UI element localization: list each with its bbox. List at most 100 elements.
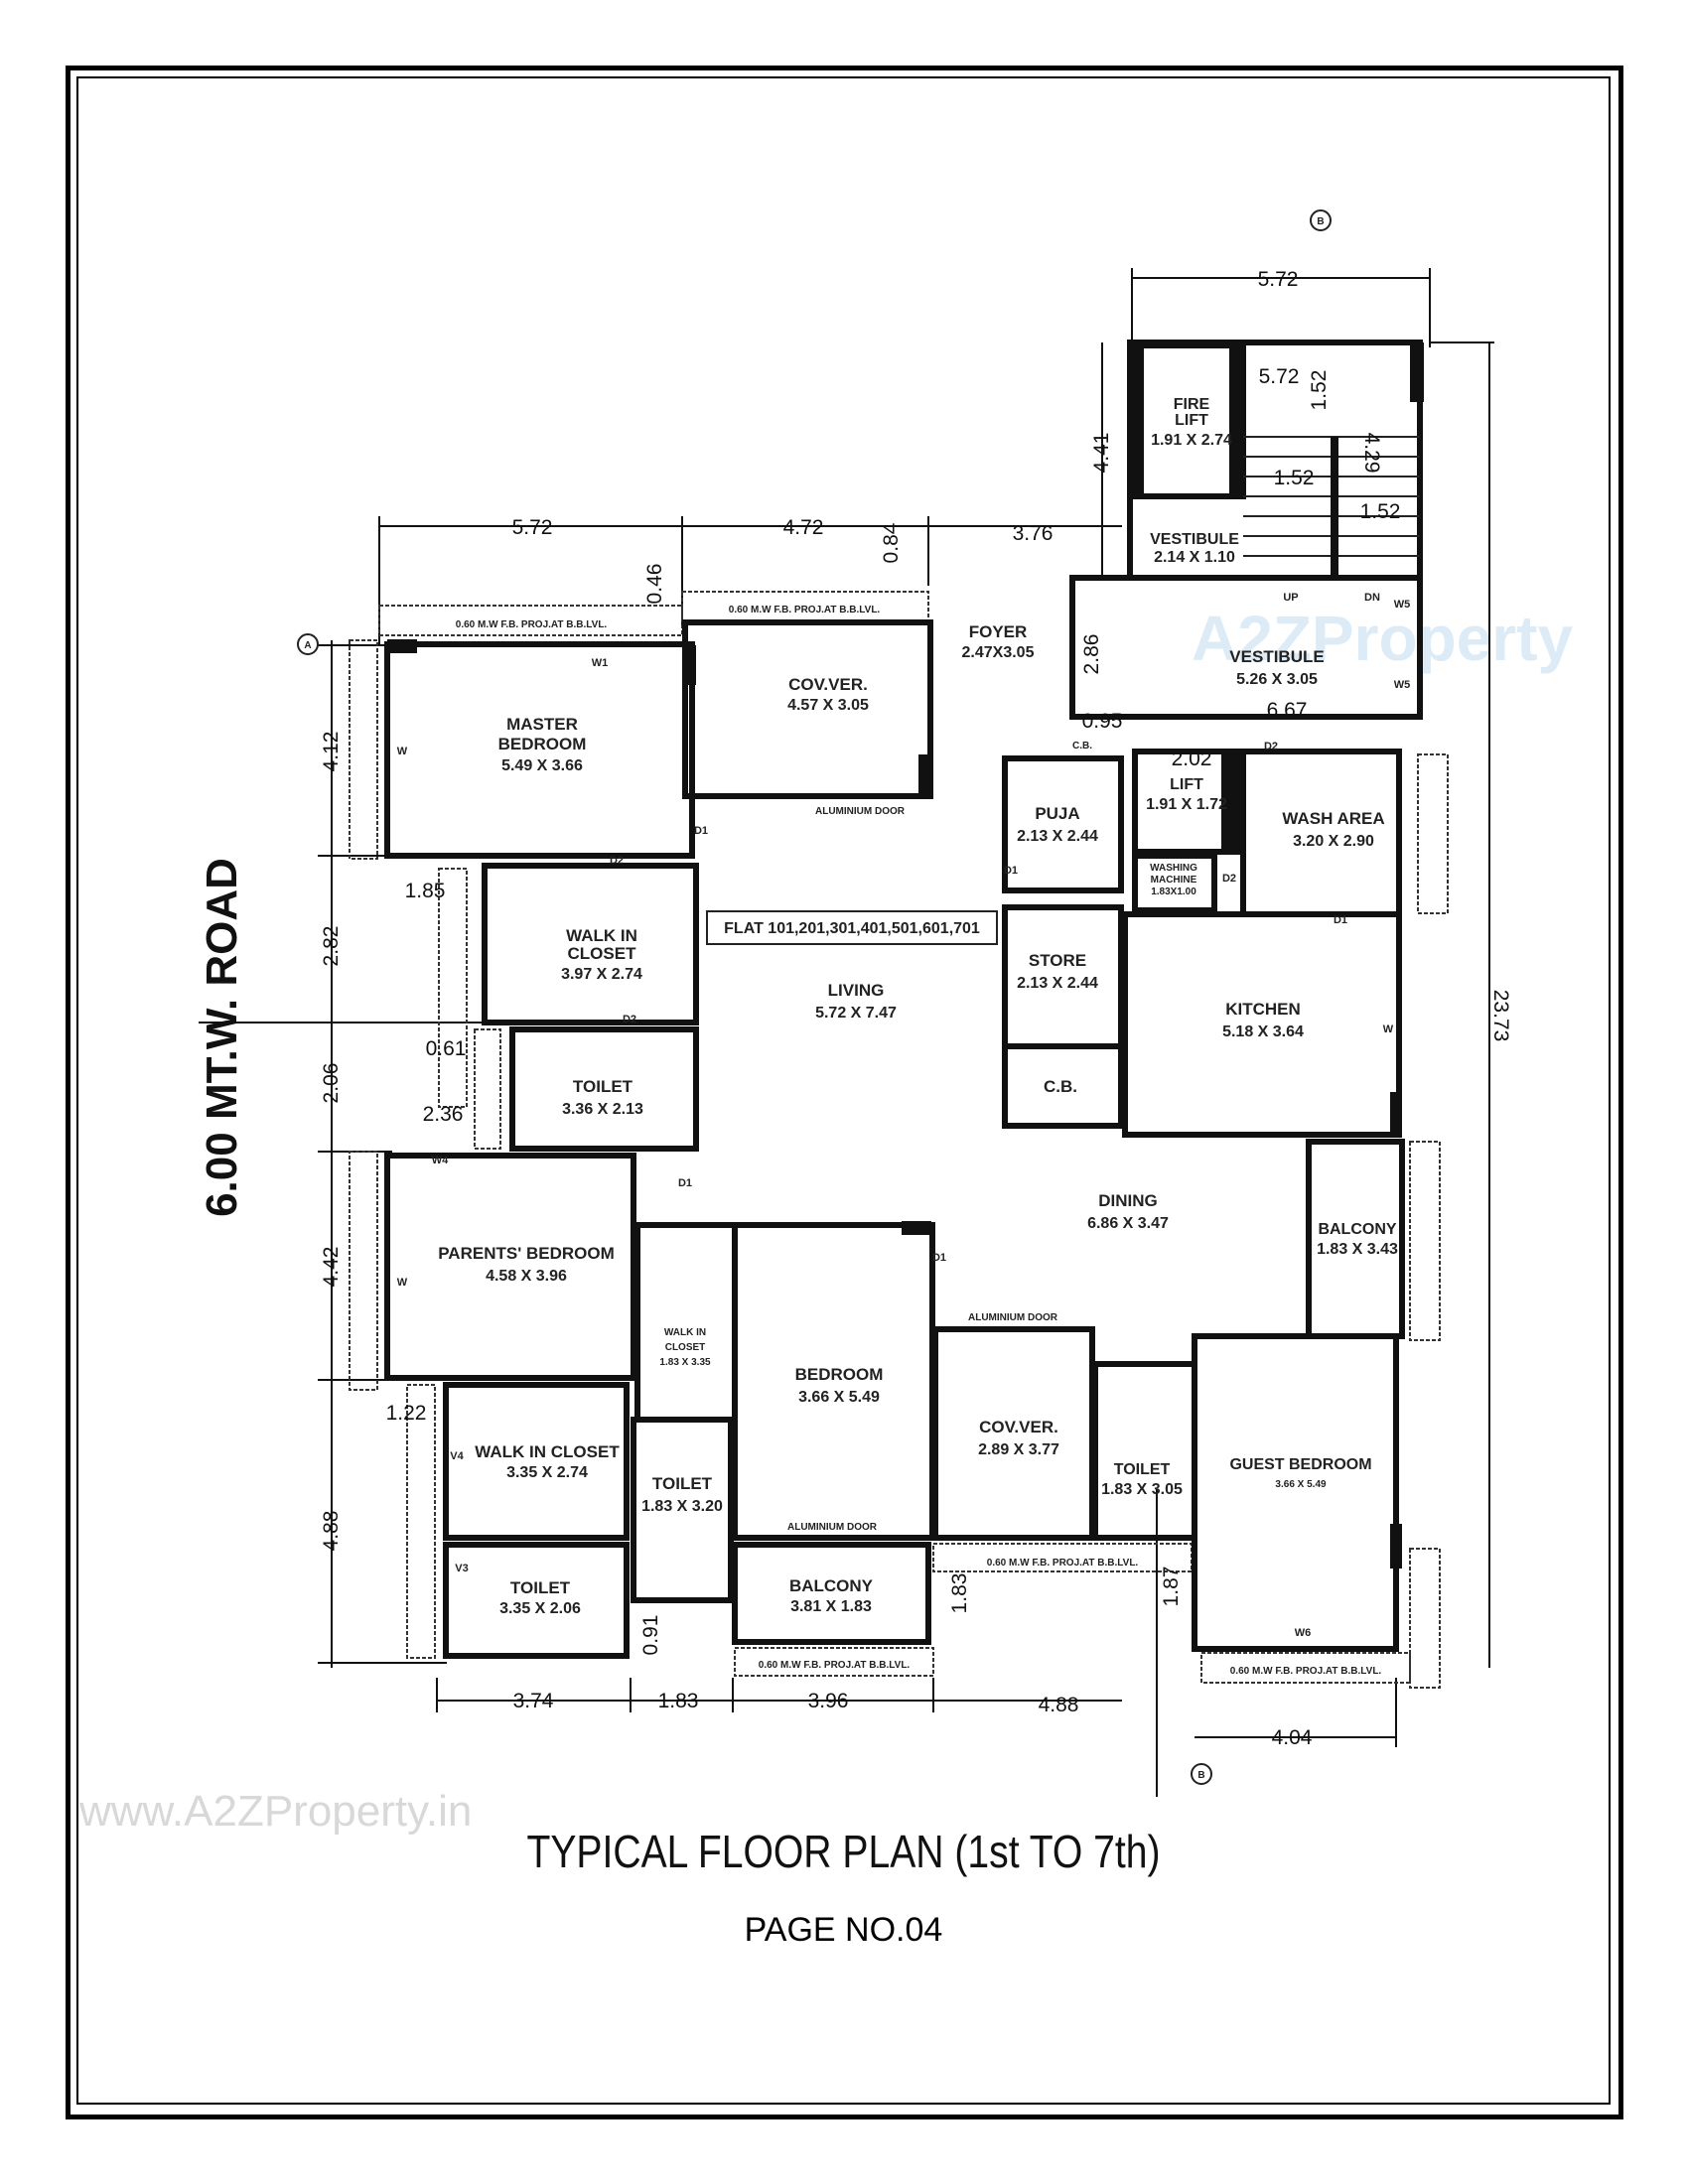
svg-text:MACHINE: MACHINE <box>1151 875 1197 886</box>
svg-text:1.83 X 3.05: 1.83 X 3.05 <box>1101 1481 1183 1498</box>
svg-text:CLOSET: CLOSET <box>568 944 637 963</box>
opening-labels: D1 D2 D2 D1 D1 W1 W W W W4 W5 W5 W6 V3 V… <box>397 599 1410 1639</box>
room-wash-area: WASH AREA 3.20 X 2.90 <box>1282 809 1384 850</box>
room-store: STORE 2.13 X 2.44 <box>1017 951 1098 992</box>
svg-text:3.35 X 2.06: 3.35 X 2.06 <box>499 1600 581 1617</box>
room-vestibule-large: VESTIBULE 5.26 X 3.05 <box>1229 647 1324 688</box>
page-number: PAGE NO.04 <box>744 1911 943 1949</box>
svg-text:GUEST BEDROOM: GUEST BEDROOM <box>1229 1456 1371 1473</box>
svg-text:D2: D2 <box>610 855 624 867</box>
svg-text:4.57 X 3.05: 4.57 X 3.05 <box>787 697 869 714</box>
svg-text:3.74: 3.74 <box>513 1690 554 1712</box>
svg-text:1.83 X 3.35: 1.83 X 3.35 <box>659 1357 711 1368</box>
svg-text:1.87: 1.87 <box>1160 1567 1183 1607</box>
svg-text:D1: D1 <box>678 1177 692 1189</box>
svg-text:5.72: 5.72 <box>1258 268 1299 291</box>
svg-text:4.88: 4.88 <box>1039 1694 1079 1716</box>
room-washing-machine: WASHING MACHINE 1.83X1.00 <box>1150 863 1197 897</box>
room-toilet-1: TOILET 3.36 X 2.13 <box>562 1077 643 1118</box>
svg-text:1.52: 1.52 <box>1308 370 1331 411</box>
projection-notes: 0.60 M.W F.B. PROJ.AT B.B.LVL. 0.60 M.W … <box>456 605 1382 1677</box>
watermark-logo: A2ZProperty <box>1192 603 1574 674</box>
svg-text:0.46: 0.46 <box>643 564 666 605</box>
svg-text:2.14 X 1.10: 2.14 X 1.10 <box>1154 549 1235 566</box>
svg-text:4.04: 4.04 <box>1272 1726 1313 1749</box>
svg-text:4.72: 4.72 <box>783 516 824 539</box>
svg-text:3.36 X 2.13: 3.36 X 2.13 <box>562 1101 643 1118</box>
svg-text:0.60 M.W F.B. PROJ.AT B.B.LVL.: 0.60 M.W F.B. PROJ.AT B.B.LVL. <box>1230 1666 1382 1677</box>
svg-text:PARENTS' BEDROOM: PARENTS' BEDROOM <box>438 1244 615 1263</box>
svg-text:4.41: 4.41 <box>1090 433 1113 474</box>
svg-text:3.35 X 2.74: 3.35 X 2.74 <box>506 1464 588 1481</box>
svg-text:4.29: 4.29 <box>1360 433 1383 474</box>
room-balcony-bottom: BALCONY 3.81 X 1.83 <box>789 1576 874 1615</box>
room-living: LIVING 5.72 X 7.47 <box>815 981 897 1022</box>
svg-text:1.83 X 3.43: 1.83 X 3.43 <box>1317 1241 1398 1258</box>
room-parents-bedroom: PARENTS' BEDROOM 4.58 X 3.96 <box>438 1244 615 1285</box>
svg-text:3.20 X 2.90: 3.20 X 2.90 <box>1293 833 1374 850</box>
svg-text:VESTIBULE: VESTIBULE <box>1229 647 1324 666</box>
svg-text:DINING: DINING <box>1098 1191 1158 1210</box>
svg-text:LIVING: LIVING <box>828 981 885 1000</box>
svg-text:2.02: 2.02 <box>1172 748 1212 770</box>
watermark-url: www.A2ZProperty.in <box>79 1787 473 1836</box>
svg-text:1.91 X 1.72: 1.91 X 1.72 <box>1146 796 1227 813</box>
page-border-outer <box>66 66 1623 2119</box>
staircase: UP DN <box>1243 436 1420 604</box>
svg-text:2.82: 2.82 <box>320 926 343 967</box>
room-walk-in-closet-3: WALK IN CLOSET 3.35 X 2.74 <box>475 1442 620 1481</box>
room-dining: DINING 6.86 X 3.47 <box>1087 1191 1169 1232</box>
svg-text:2.89 X 3.77: 2.89 X 3.77 <box>978 1441 1059 1458</box>
room-master-bedroom: MASTER BEDROOM 5.49 X 3.66 <box>498 715 587 774</box>
svg-text:4.88: 4.88 <box>320 1511 343 1552</box>
svg-text:0.61: 0.61 <box>426 1037 467 1060</box>
room-cb: C.B. <box>1044 1077 1077 1096</box>
room-fire-lift: FIRE LIFT 1.91 X 2.74 <box>1151 396 1232 449</box>
svg-text:4.58 X 3.96: 4.58 X 3.96 <box>486 1268 567 1285</box>
svg-text:TOILET: TOILET <box>573 1077 633 1096</box>
svg-text:6.86 X 3.47: 6.86 X 3.47 <box>1087 1215 1169 1232</box>
svg-text:3.66 X 5.49: 3.66 X 5.49 <box>798 1389 880 1406</box>
svg-text:ALUMINIUM DOOR: ALUMINIUM DOOR <box>787 1522 878 1533</box>
room-walk-in-closet-2: WALK IN CLOSET 1.83 X 3.35 <box>659 1327 711 1368</box>
room-toilet-4: TOILET 1.83 X 3.05 <box>1101 1461 1183 1498</box>
svg-text:W6: W6 <box>1295 1627 1312 1639</box>
room-covered-verandah-bottom: COV.VER. 2.89 X 3.77 <box>978 1418 1059 1458</box>
svg-text:BEDROOM: BEDROOM <box>498 735 587 753</box>
svg-text:V3: V3 <box>455 1563 468 1574</box>
svg-text:1.85: 1.85 <box>405 880 446 902</box>
svg-text:0.60 M.W F.B. PROJ.AT B.B.LVL.: 0.60 M.W F.B. PROJ.AT B.B.LVL. <box>987 1558 1139 1569</box>
svg-text:B: B <box>1197 1770 1204 1781</box>
svg-text:D2: D2 <box>623 1014 636 1025</box>
room-covered-verandah-top: COV.VER. 4.57 X 3.05 <box>787 675 869 714</box>
svg-text:BEDROOM: BEDROOM <box>795 1365 884 1384</box>
svg-text:D1: D1 <box>1004 865 1018 877</box>
svg-text:1.83: 1.83 <box>658 1690 699 1712</box>
svg-text:2.47X3.05: 2.47X3.05 <box>962 644 1035 661</box>
page-border-inner <box>76 76 1611 2105</box>
svg-text:0.84: 0.84 <box>880 522 903 563</box>
stair-down-label: DN <box>1364 592 1380 604</box>
svg-text:D2: D2 <box>1264 741 1278 752</box>
svg-text:1.91 X 2.74: 1.91 X 2.74 <box>1151 432 1232 449</box>
svg-text:TOILET: TOILET <box>1114 1461 1171 1478</box>
svg-text:0.95: 0.95 <box>1082 710 1123 733</box>
svg-text:FOYER: FOYER <box>969 622 1028 641</box>
room-vestibule-small: VESTIBULE 2.14 X 1.10 <box>1150 531 1239 566</box>
svg-text:3.66 X 5.49: 3.66 X 5.49 <box>1275 1479 1327 1490</box>
room-balcony-right: BALCONY 1.83 X 3.43 <box>1317 1221 1398 1258</box>
svg-text:0.60 M.W F.B. PROJ.AT B.B.LVL.: 0.60 M.W F.B. PROJ.AT B.B.LVL. <box>759 1660 911 1671</box>
svg-text:5.72 X 7.47: 5.72 X 7.47 <box>815 1005 897 1022</box>
room-puja: PUJA 2.13 X 2.44 <box>1017 804 1098 845</box>
svg-text:1.83: 1.83 <box>948 1573 971 1614</box>
svg-text:5.49 X 3.66: 5.49 X 3.66 <box>501 757 583 774</box>
svg-text:B: B <box>1317 216 1324 227</box>
svg-text:ALUMINIUM DOOR: ALUMINIUM DOOR <box>968 1312 1058 1323</box>
svg-text:W5: W5 <box>1394 599 1411 611</box>
walls <box>384 340 1424 1659</box>
svg-text:D2: D2 <box>1222 873 1236 885</box>
svg-text:W5: W5 <box>1394 679 1411 691</box>
svg-text:D1: D1 <box>1334 914 1347 926</box>
room-lift: LIFT 1.91 X 1.72 <box>1146 776 1227 813</box>
